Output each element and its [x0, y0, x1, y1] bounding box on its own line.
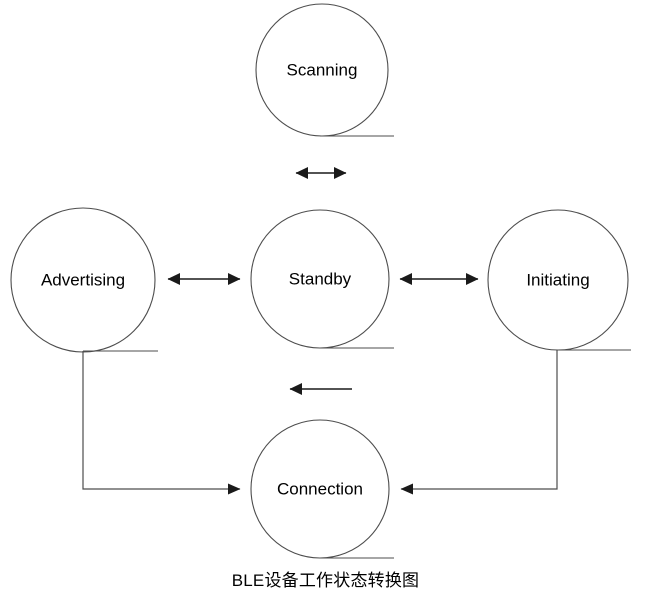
- state-label-scanning: Scanning: [287, 60, 358, 79]
- edge-advertising-connection[interactable]: [82, 351, 241, 495]
- edge-initiating-connection[interactable]: [400, 350, 558, 495]
- state-label-initiating: Initiating: [526, 270, 589, 289]
- state-label-connection: Connection: [277, 479, 363, 498]
- state-label-standby: Standby: [289, 269, 352, 288]
- diagram-caption: BLE设备工作状态转换图: [231, 571, 420, 590]
- state-label-advertising: Advertising: [41, 270, 125, 289]
